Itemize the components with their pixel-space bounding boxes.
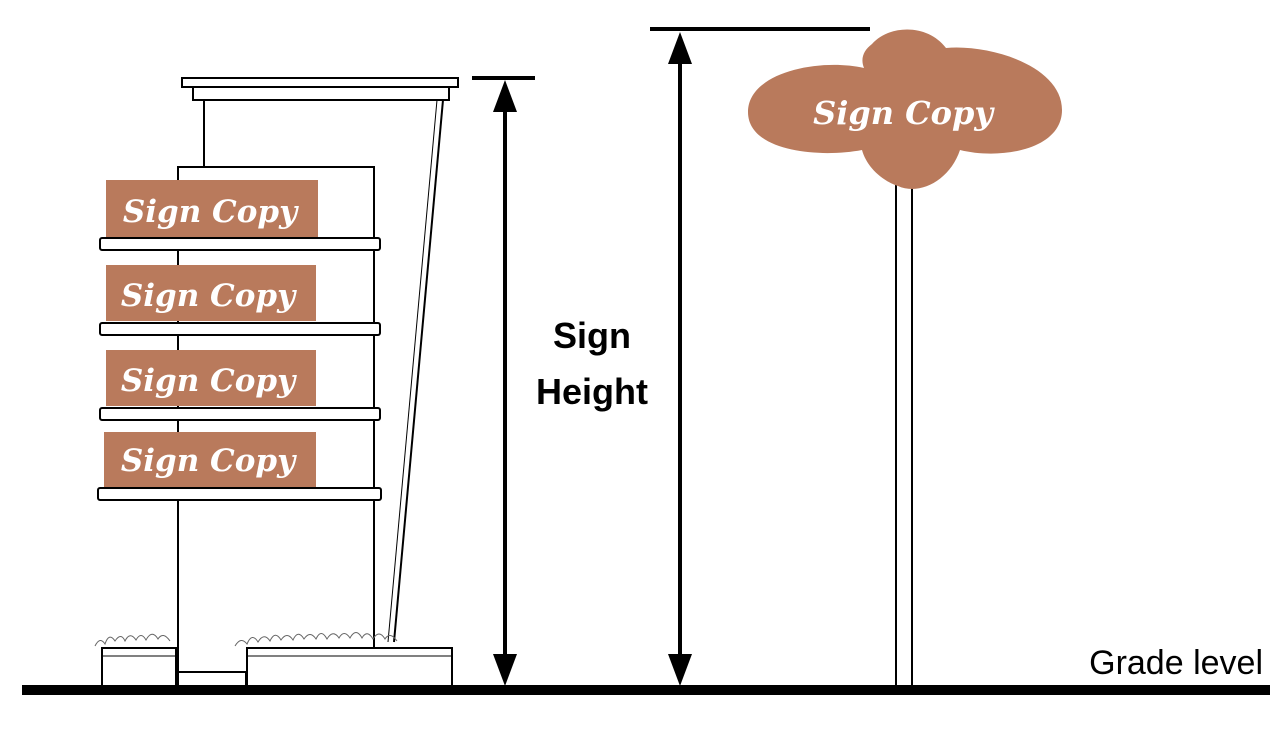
pole-sign: Sign Copy [748,29,1062,687]
arrow-down-icon [493,654,517,686]
shrub-left [94,633,171,647]
shelf [99,322,381,336]
building-sign-panel [106,265,316,321]
planters [101,647,453,687]
building-sign-text: Sign Copy [121,363,297,399]
building-sign-panel [104,432,316,487]
building-sign-text: Sign Copy [121,443,297,479]
cloud-sign-panel [748,29,1062,189]
building-base [177,671,247,687]
arrow-up-icon [493,80,517,112]
planter-right [246,647,453,687]
shrub-right [234,632,398,647]
sign-pole [895,181,913,687]
building-roof-cap [181,77,459,88]
tower-slanted-edge [393,99,444,643]
arrow-down-icon [668,654,692,686]
planter-left [101,647,177,687]
shrubs [94,632,398,647]
building-roof-band [192,86,450,101]
shelf [99,407,381,421]
pole-sign-height-dimension [650,27,870,686]
shelf [97,487,382,501]
sign-height-label-line1: Sign [553,315,631,356]
grade-line [22,685,1270,695]
building-sign-panel [106,180,318,237]
building-sign-text: Sign Copy [121,278,297,314]
arrow-up-icon [668,32,692,64]
building-sign-text: Sign Copy [123,194,299,230]
building-sign-panel [106,350,316,406]
tower-slanted-edge-inner [387,99,438,643]
grade-level-label: Grade level [1089,644,1263,682]
shelf [99,237,381,251]
sign-height-label-line2: Height [536,371,648,412]
building-sign-panels: Sign Copy Sign Copy Sign Copy Sign Copy [104,180,318,487]
pole-sign-text: Sign Copy [813,94,995,132]
building-shelves [97,237,382,501]
building-height-dimension [472,76,535,686]
